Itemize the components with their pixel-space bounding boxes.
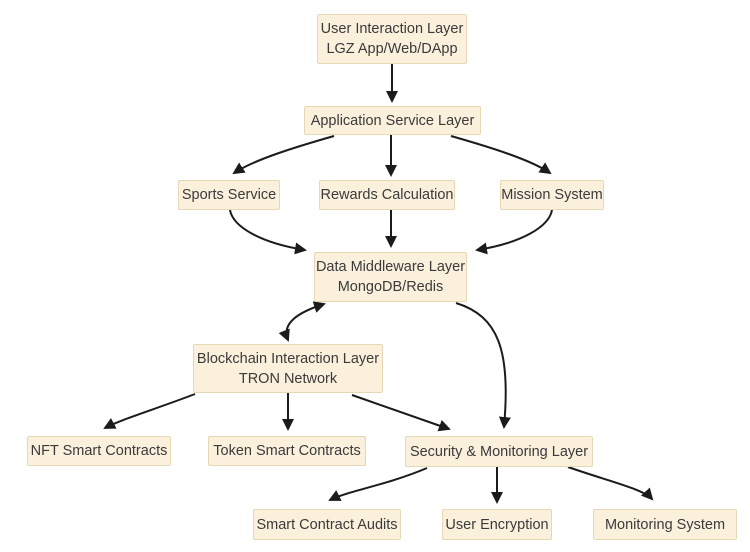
node-sublabel: MongoDB/Redis [337, 279, 444, 295]
node-monitoring-system: Monitoring System [593, 509, 737, 540]
edge-mission-system-to-data-middleware [475, 209, 553, 255]
edge-security-to-contract-audits [328, 467, 428, 501]
node-label: Data Middleware Layer [315, 259, 466, 275]
node-user-encryption: User Encryption [442, 509, 552, 540]
node-label: Rewards Calculation [320, 187, 454, 203]
edge-blockchain-to-security-monitoring [351, 394, 451, 432]
node-smart-contract-audits: Smart Contract Audits [253, 509, 401, 540]
edge-blockchain-to-nft-contracts [103, 393, 196, 429]
node-label: Application Service Layer [310, 112, 475, 129]
edge-data-middleware-blockchain-bidirectional [278, 301, 326, 342]
node-sublabel: TRON Network [238, 370, 338, 387]
node-label: User Encryption [445, 516, 549, 533]
node-sublabel: LGZ App/Web/DApp [326, 41, 458, 57]
node-sports-service: Sports Service [178, 180, 280, 210]
node-blockchain-interaction-layer: Blockchain Interaction Layer TRON Networ… [193, 344, 383, 393]
node-token-smart-contracts: Token Smart Contracts [208, 436, 366, 466]
edge-security-to-monitoring-system [567, 466, 654, 501]
node-label: Token Smart Contracts [213, 443, 361, 459]
node-label: NFT Smart Contracts [30, 443, 168, 459]
edge-app-service-to-sports-service [232, 135, 335, 175]
node-mission-system: Mission System [500, 180, 604, 210]
node-label: Security & Monitoring Layer [409, 443, 589, 460]
node-security-monitoring-layer: Security & Monitoring Layer [405, 436, 593, 467]
node-label: Mission System [501, 187, 603, 203]
node-nft-smart-contracts: NFT Smart Contracts [27, 436, 171, 466]
node-label: Sports Service [181, 187, 277, 203]
edge-data-middleware-to-security-monitoring [455, 302, 511, 429]
node-label: Blockchain Interaction Layer [196, 350, 380, 367]
edge-sports-service-to-data-middleware [229, 209, 307, 255]
node-user-interaction-layer: User Interaction Layer LGZ App/Web/DApp [317, 14, 467, 64]
node-label: Monitoring System [604, 516, 726, 533]
node-label: User Interaction Layer [320, 21, 464, 37]
node-application-service-layer: Application Service Layer [304, 106, 481, 135]
node-label: Smart Contract Audits [256, 516, 398, 533]
node-data-middleware-layer: Data Middleware Layer MongoDB/Redis [314, 252, 467, 302]
node-rewards-calculation: Rewards Calculation [319, 180, 455, 210]
edge-app-service-to-mission-system [450, 135, 552, 175]
